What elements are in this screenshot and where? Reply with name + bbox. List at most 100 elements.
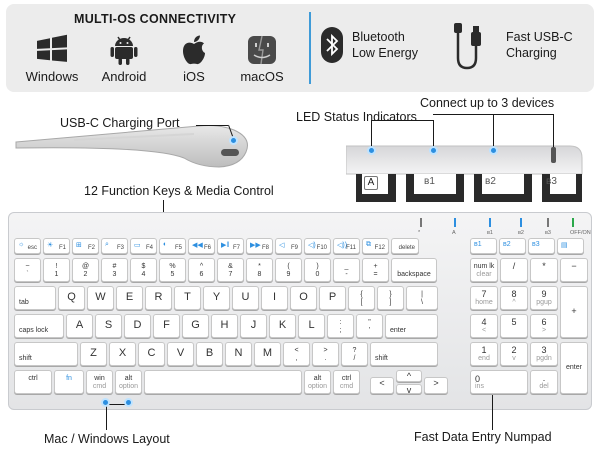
- key-4[interactable]: $4: [130, 258, 157, 282]
- key-`[interactable]: ~`: [14, 258, 41, 282]
- key-L[interactable]: L: [298, 314, 325, 338]
- arrow-key[interactable]: <: [370, 377, 394, 394]
- key-Z[interactable]: Z: [80, 342, 107, 366]
- key-P[interactable]: P: [319, 286, 346, 310]
- fn-key[interactable]: ◐F5: [159, 238, 186, 254]
- fn-key[interactable]: ◁)F10: [304, 238, 331, 254]
- key-{ [[interactable]: {[: [348, 286, 375, 310]
- key-=[interactable]: +=: [362, 258, 389, 282]
- key-fn[interactable]: fn: [54, 370, 84, 394]
- arrow-key[interactable]: v: [396, 384, 422, 394]
- key-V[interactable]: V: [167, 342, 194, 366]
- numpad-key[interactable]: 5: [500, 314, 528, 338]
- fn-key[interactable]: ▶▶F8: [246, 238, 273, 254]
- fn-key[interactable]: ʙ2: [499, 238, 526, 254]
- key-5[interactable]: %5: [159, 258, 186, 282]
- key-S[interactable]: S: [95, 314, 122, 338]
- key-N[interactable]: N: [225, 342, 252, 366]
- numpad-key[interactable]: /: [500, 258, 528, 282]
- numpad-key[interactable]: .del: [530, 370, 558, 394]
- fn-key[interactable]: ʙ3: [528, 238, 555, 254]
- key-H[interactable]: H: [211, 314, 238, 338]
- key-Y[interactable]: Y: [203, 286, 230, 310]
- key-B[interactable]: B: [196, 342, 223, 366]
- key-shift[interactable]: shift: [370, 342, 438, 366]
- key-F[interactable]: F: [153, 314, 180, 338]
- key-Q[interactable]: Q: [58, 286, 85, 310]
- key-A[interactable]: A: [66, 314, 93, 338]
- fn-key[interactable]: ◀◀F6: [188, 238, 215, 254]
- arrow-key[interactable]: >: [424, 377, 448, 394]
- key-} ][interactable]: }]: [377, 286, 404, 310]
- key-T[interactable]: T: [174, 286, 201, 310]
- key-9[interactable]: (9: [275, 258, 302, 282]
- key-8[interactable]: *8: [246, 258, 273, 282]
- key-I[interactable]: I: [261, 286, 288, 310]
- fn-key[interactable]: ☼esc: [14, 238, 41, 254]
- numpad-key[interactable]: +: [560, 286, 588, 338]
- numpad-key[interactable]: 6>: [530, 314, 558, 338]
- key-E[interactable]: E: [116, 286, 143, 310]
- space-bar[interactable]: [144, 370, 302, 394]
- key-O[interactable]: O: [290, 286, 317, 310]
- key-tab[interactable]: tab: [14, 286, 56, 310]
- fn-key[interactable]: ▭F4: [130, 238, 157, 254]
- key-" '[interactable]: "': [356, 314, 383, 338]
- key-G[interactable]: G: [182, 314, 209, 338]
- key-> .[interactable]: >.: [312, 342, 339, 366]
- fn-key[interactable]: ◁))F11: [333, 238, 360, 254]
- key-: ;[interactable]: :;: [327, 314, 354, 338]
- key-enter[interactable]: enter: [385, 314, 438, 338]
- key-? /[interactable]: ?/: [341, 342, 368, 366]
- key-D[interactable]: D: [124, 314, 151, 338]
- arrow-key[interactable]: ^: [396, 370, 422, 382]
- fn-key-icon: ⊞: [76, 242, 82, 249]
- key-6[interactable]: ^6: [188, 258, 215, 282]
- numpad-key[interactable]: 8^: [500, 286, 528, 310]
- key-shift[interactable]: shift: [14, 342, 78, 366]
- fn-key[interactable]: ⌕F3: [101, 238, 128, 254]
- key-M[interactable]: M: [254, 342, 281, 366]
- key-7[interactable]: &7: [217, 258, 244, 282]
- numpad-key[interactable]: 4<: [470, 314, 498, 338]
- key-K[interactable]: K: [269, 314, 296, 338]
- fn-key[interactable]: ʙ1: [470, 238, 497, 254]
- numpad-key[interactable]: enter: [560, 342, 588, 394]
- key-2[interactable]: @2: [72, 258, 99, 282]
- fn-key[interactable]: ▶‖F7: [217, 238, 244, 254]
- key-1[interactable]: !1: [43, 258, 70, 282]
- key-< ,[interactable]: <,: [283, 342, 310, 366]
- fn-key[interactable]: delete: [391, 238, 419, 254]
- key--[interactable]: _-: [333, 258, 360, 282]
- key-R[interactable]: R: [145, 286, 172, 310]
- key-X[interactable]: X: [109, 342, 136, 366]
- key-W[interactable]: W: [87, 286, 114, 310]
- numpad-key[interactable]: *: [530, 258, 558, 282]
- fn-key[interactable]: ▤: [557, 238, 584, 254]
- key-3[interactable]: #3: [101, 258, 128, 282]
- fn-key[interactable]: ◁F9: [275, 238, 302, 254]
- key-J[interactable]: J: [240, 314, 267, 338]
- key-backspace[interactable]: backspace: [391, 258, 437, 282]
- fn-key[interactable]: ⧉F12: [362, 238, 389, 254]
- key-U[interactable]: U: [232, 286, 259, 310]
- key-C[interactable]: C: [138, 342, 165, 366]
- key-0[interactable]: )0: [304, 258, 331, 282]
- key-| \[interactable]: |\: [406, 286, 438, 310]
- fn-key[interactable]: ☀F1: [43, 238, 70, 254]
- fn-key[interactable]: ⊞F2: [72, 238, 99, 254]
- numpad-key[interactable]: −: [560, 258, 588, 282]
- key-ctrl[interactable]: ctrl: [14, 370, 52, 394]
- key-caps lock[interactable]: caps lock: [14, 314, 64, 338]
